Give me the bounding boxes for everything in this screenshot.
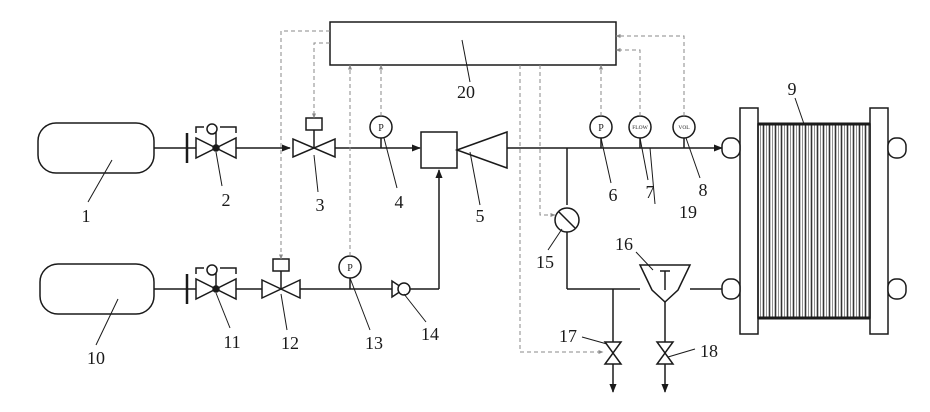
sensor-8-text: VOL xyxy=(678,125,690,131)
separator-16 xyxy=(640,265,690,302)
gauge-13-letter: P xyxy=(347,263,353,274)
label-9: 9 xyxy=(788,79,797,99)
label-5: 5 xyxy=(476,206,485,226)
label-10: 10 xyxy=(87,348,105,368)
controller-box xyxy=(330,22,616,65)
label-12: 12 xyxy=(281,333,299,353)
label-7: 7 xyxy=(646,182,655,202)
label-2: 2 xyxy=(222,190,231,210)
humidifier-5 xyxy=(457,132,507,168)
label-8: 8 xyxy=(699,180,708,200)
gas-tank-1 xyxy=(38,123,154,173)
fuel-cell-stack-9 xyxy=(722,108,906,334)
pressure-regulator-2 xyxy=(187,124,236,158)
control-valve-3 xyxy=(293,118,335,157)
control-valve-12 xyxy=(262,259,300,298)
label-6: 6 xyxy=(609,185,618,205)
check-valve-14 xyxy=(392,281,410,297)
label-19: 19 xyxy=(679,202,697,222)
label-13: 13 xyxy=(365,333,383,353)
label-14: 14 xyxy=(421,324,439,344)
label-1: 1 xyxy=(82,206,91,226)
label-4: 4 xyxy=(395,192,404,212)
mixer-box xyxy=(421,132,457,168)
gauge-6-letter: P xyxy=(598,123,604,134)
gauge-4-letter: P xyxy=(378,123,384,134)
label-18: 18 xyxy=(700,341,718,361)
label-3: 3 xyxy=(316,195,325,215)
drain-valve-18 xyxy=(657,342,673,364)
label-11: 11 xyxy=(223,332,240,352)
signal-lines xyxy=(281,31,684,352)
pressure-regulator-11 xyxy=(187,265,236,299)
label-15: 15 xyxy=(536,252,554,272)
sensor-7-text: FLOW xyxy=(632,125,648,131)
label-20: 20 xyxy=(457,82,475,102)
drain-valve-17 xyxy=(605,342,621,364)
label-17: 17 xyxy=(559,326,577,346)
label-16: 16 xyxy=(615,234,633,254)
gas-tank-10 xyxy=(40,264,154,314)
leader-lines xyxy=(88,40,804,357)
